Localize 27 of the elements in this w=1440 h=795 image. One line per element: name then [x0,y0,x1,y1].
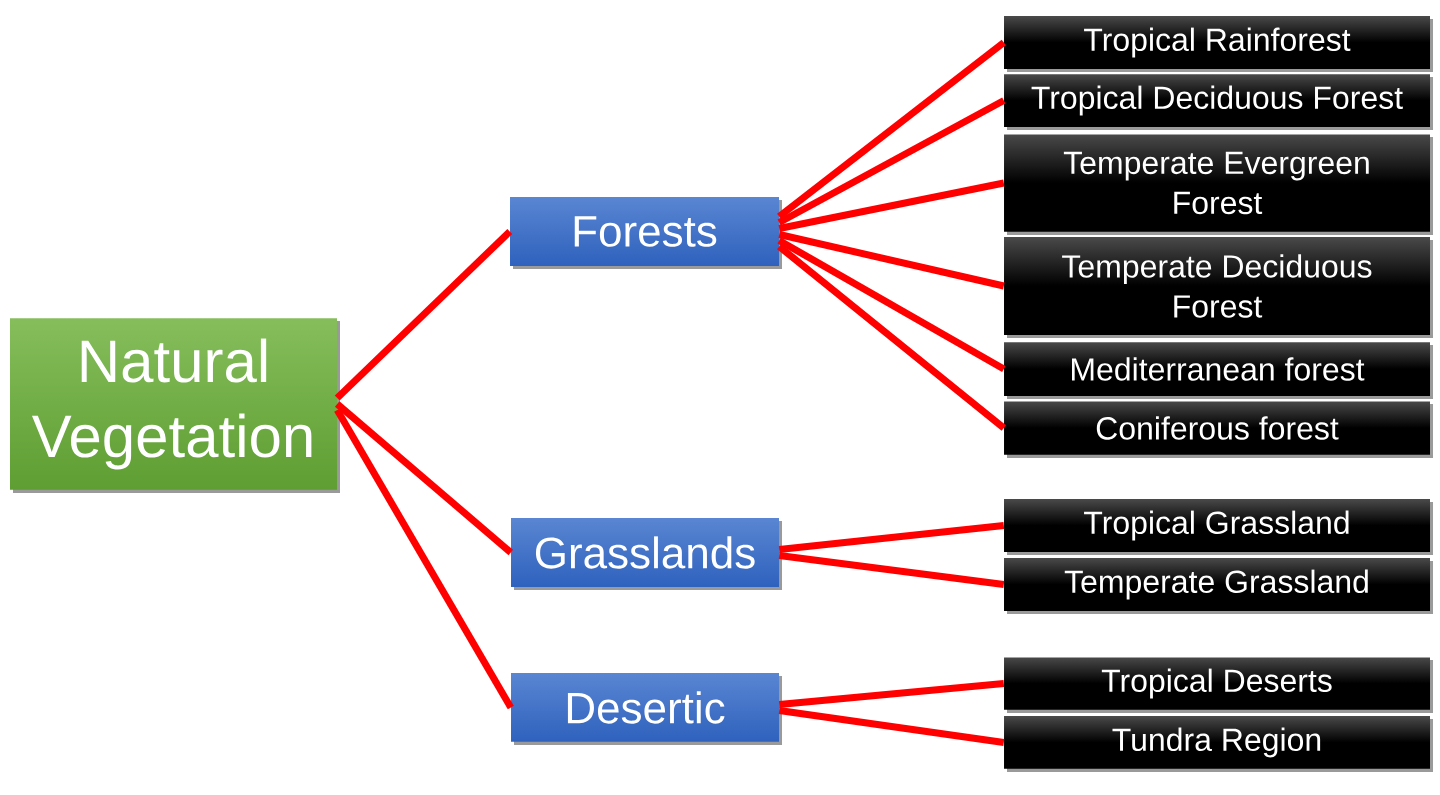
connector-line [778,231,1005,290]
category-box: Desertic [511,673,782,745]
connector-line [778,179,1005,232]
connector-line [334,228,513,401]
subtype-box: Coniferous forest [1004,401,1433,458]
subtype-box: Temperate Deciduous Forest [1004,237,1433,338]
subtype-box: Mediterranean forest [1004,342,1433,399]
subtype-box: Tropical Grassland [1004,499,1433,555]
subtype-box: Tropical Deserts [1004,657,1433,713]
category-box: Grasslands [511,518,782,590]
subtype-box: Tropical Deciduous Forest [1004,74,1433,130]
subtype-box: Tropical Rainforest [1004,16,1433,72]
subtype-box: Temperate Evergreen Forest [1004,134,1433,235]
connector-line [334,408,514,710]
connector-line [778,680,1005,708]
connector-line [778,707,1005,746]
subtype-box: Temperate Grassland [1004,558,1433,614]
subtype-box: Tundra Region [1004,716,1433,772]
connector-line [777,237,1006,373]
topic-box: Natural Vegetation [10,318,340,493]
connector-line [777,97,1006,226]
category-box: Forests [510,197,782,269]
connector-line [778,522,1005,553]
connector-line [334,401,514,556]
connector-line [777,39,1006,220]
connector-line [778,552,1005,588]
connector-line [777,243,1006,431]
